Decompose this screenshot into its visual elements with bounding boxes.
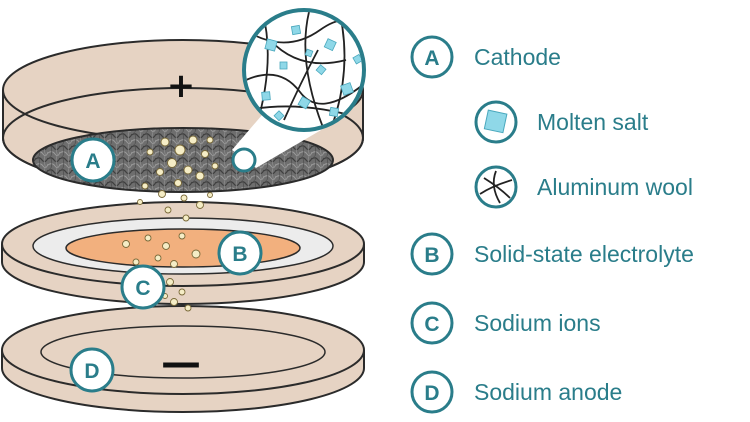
marker-a: A	[70, 137, 116, 183]
legend-letter-a: A	[424, 47, 439, 70]
zoom-source-circle	[231, 147, 257, 173]
minus-symbol: —	[161, 340, 201, 386]
legend: A Cathode Molten salt Aluminum wool B So…	[410, 35, 694, 414]
legend-label-sodium-anode: Sodium anode	[474, 379, 622, 405]
legend-letter-b: B	[424, 244, 439, 267]
legend-item-sodium-anode: D Sodium anode	[410, 370, 622, 414]
svg-text:B: B	[232, 243, 247, 266]
molten-salt-crystals	[261, 24, 362, 122]
marker-d: D	[69, 347, 115, 393]
legend-label-cathode: Cathode	[474, 44, 561, 70]
zoom-view-circle	[242, 8, 366, 132]
legend-label-aluminum-wool: Aluminum wool	[537, 174, 693, 200]
legend-item-cathode: A Cathode	[410, 35, 561, 79]
legend-item-molten-salt: Molten salt	[474, 100, 649, 144]
legend-item-aluminum-wool: Aluminum wool	[474, 165, 693, 209]
sodium-ion-particles	[122, 135, 219, 312]
svg-text:D: D	[84, 360, 99, 383]
marker-b: B	[217, 230, 263, 276]
zoom-callout	[231, 8, 366, 173]
aluminum-wool-icon	[479, 170, 513, 204]
plus-symbol: +	[167, 66, 196, 106]
legend-label-sodium-ions: Sodium ions	[474, 310, 601, 336]
svg-text:C: C	[135, 277, 150, 300]
molten-salt-icon	[483, 109, 508, 134]
legend-label-molten-salt: Molten salt	[537, 109, 649, 135]
legend-label-electrolyte: Solid-state electrolyte	[474, 241, 694, 267]
svg-text:A: A	[85, 150, 100, 173]
legend-letter-d: D	[424, 382, 439, 405]
legend-item-sodium-ions: C Sodium ions	[410, 301, 601, 345]
legend-letter-c: C	[424, 313, 439, 336]
legend-item-electrolyte: B Solid-state electrolyte	[410, 232, 694, 276]
sodium-anode-disc: —	[1, 305, 365, 413]
marker-c: C	[120, 264, 166, 310]
